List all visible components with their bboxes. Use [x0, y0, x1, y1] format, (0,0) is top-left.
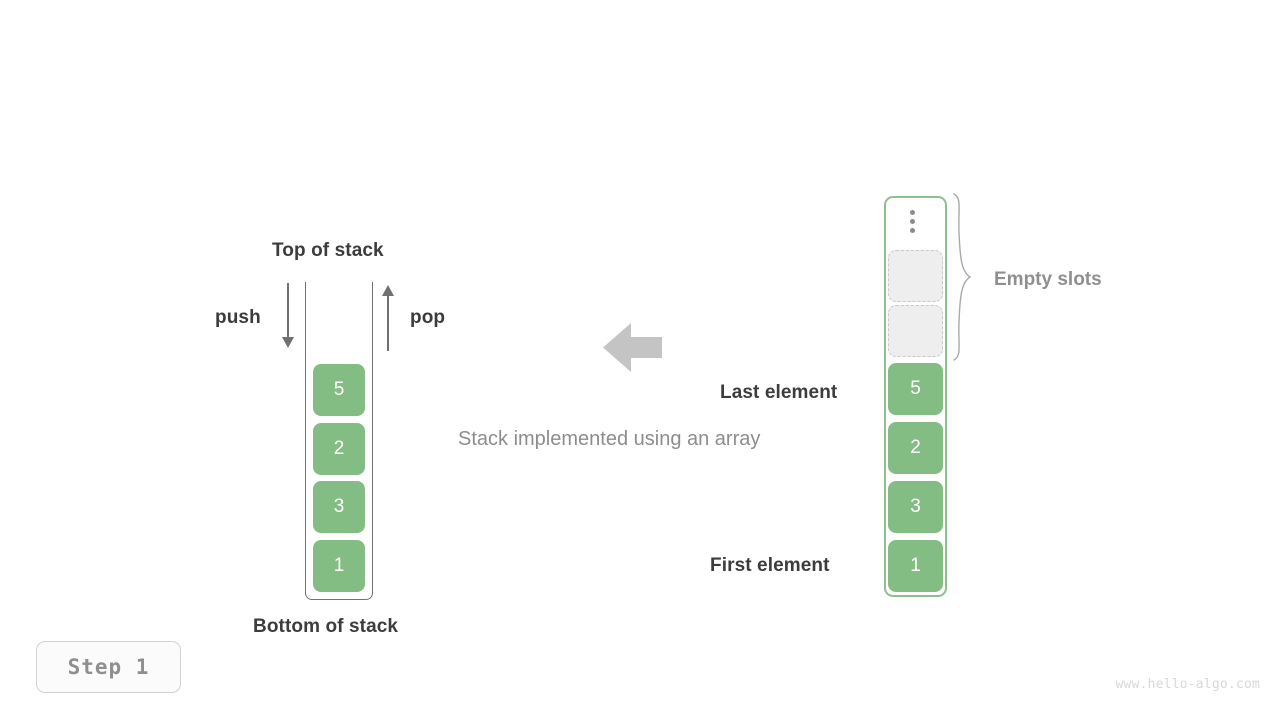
array-cell: 2	[888, 422, 943, 474]
last-element-label: Last element	[720, 382, 838, 403]
stack-cell: 2	[313, 423, 365, 475]
empty-slots-brace-icon	[950, 192, 974, 367]
vertical-ellipsis-icon	[910, 210, 916, 233]
stack-cell: 1	[313, 540, 365, 592]
diagram-caption: Stack implemented using an array	[458, 428, 761, 450]
array-cell: 1	[888, 540, 943, 592]
step-badge: Step 1	[36, 641, 181, 693]
pop-label: pop	[410, 307, 446, 328]
first-element-label: First element	[710, 555, 830, 576]
bottom-of-stack-label: Bottom of stack	[253, 616, 399, 637]
stack-cell: 5	[313, 364, 365, 416]
array-cell: 3	[888, 481, 943, 533]
watermark: www.hello-algo.com	[1115, 677, 1260, 692]
push-label: push	[215, 307, 261, 328]
array-empty-slot	[888, 305, 943, 357]
array-empty-slot	[888, 250, 943, 302]
stack-cell: 3	[313, 481, 365, 533]
empty-slots-label: Empty slots	[994, 269, 1102, 290]
array-cell: 5	[888, 363, 943, 415]
left-block-arrow-icon	[603, 320, 663, 380]
top-of-stack-label: Top of stack	[272, 240, 384, 261]
